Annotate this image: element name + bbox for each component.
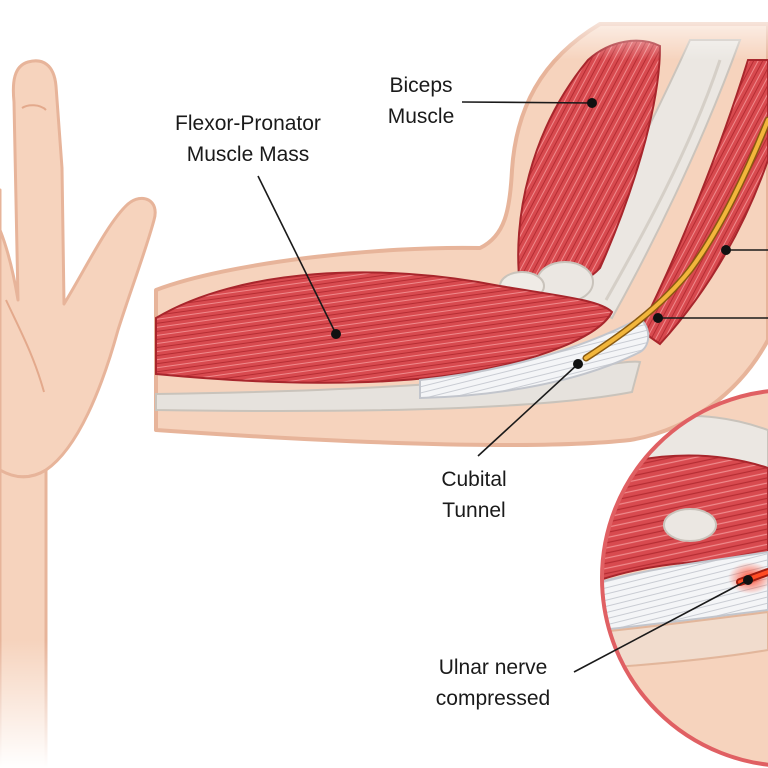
arm-illustration xyxy=(154,0,768,448)
cubital-tunnel-dot xyxy=(573,359,583,369)
cubital-tunnel-leader xyxy=(477,363,579,457)
leader-lines xyxy=(257,101,768,673)
pointer-dots xyxy=(331,98,753,585)
biceps-label-line1: Biceps xyxy=(389,74,453,97)
finger-crease xyxy=(21,104,47,111)
hand-shape xyxy=(0,59,157,479)
cubital-tunnel-label-line2: Tunnel xyxy=(442,499,506,522)
biceps-leader xyxy=(461,101,593,104)
ulnar-nerve-label-line2: compressed xyxy=(435,687,551,710)
ulnar-nerve-dot xyxy=(743,575,753,585)
wrist-fade xyxy=(0,640,60,768)
flexor-pronator-muscle xyxy=(155,271,614,384)
cubital-tunnel-label: Cubital Tunnel xyxy=(418,464,530,526)
ulnar-nerve-leader xyxy=(573,579,749,673)
flexor-pronator-dot xyxy=(331,329,341,339)
humerus-inner xyxy=(604,59,722,301)
zoom-callout xyxy=(600,389,768,767)
arm-top-fade xyxy=(500,0,768,60)
ulnar-nerve-highlight xyxy=(584,118,768,360)
biceps-dot xyxy=(587,98,597,108)
tendon xyxy=(419,316,650,400)
ulna-bone xyxy=(155,360,642,413)
ulnar-nerve-label-line1: Ulnar nerve xyxy=(438,656,548,679)
flexor-pronator-leader xyxy=(257,175,337,335)
flexor-pronator-label-line2: Muscle Mass xyxy=(186,143,310,166)
biceps-label: Biceps Muscle xyxy=(366,70,476,132)
callout-circle xyxy=(600,389,768,767)
hand-illustration xyxy=(0,59,157,768)
palm-crease xyxy=(5,299,45,393)
flexor-pronator-label: Flexor-Pronator Muscle Mass xyxy=(150,108,346,170)
cubital-tunnel-label-line1: Cubital xyxy=(441,468,507,491)
flexor-pronator-label-line1: Flexor-Pronator xyxy=(175,112,321,135)
triceps-dot xyxy=(721,245,731,255)
biceps-label-line2: Muscle xyxy=(387,105,455,128)
nerve-dot xyxy=(653,313,663,323)
ulnar-nerve-label: Ulnar nerve compressed xyxy=(412,652,574,714)
